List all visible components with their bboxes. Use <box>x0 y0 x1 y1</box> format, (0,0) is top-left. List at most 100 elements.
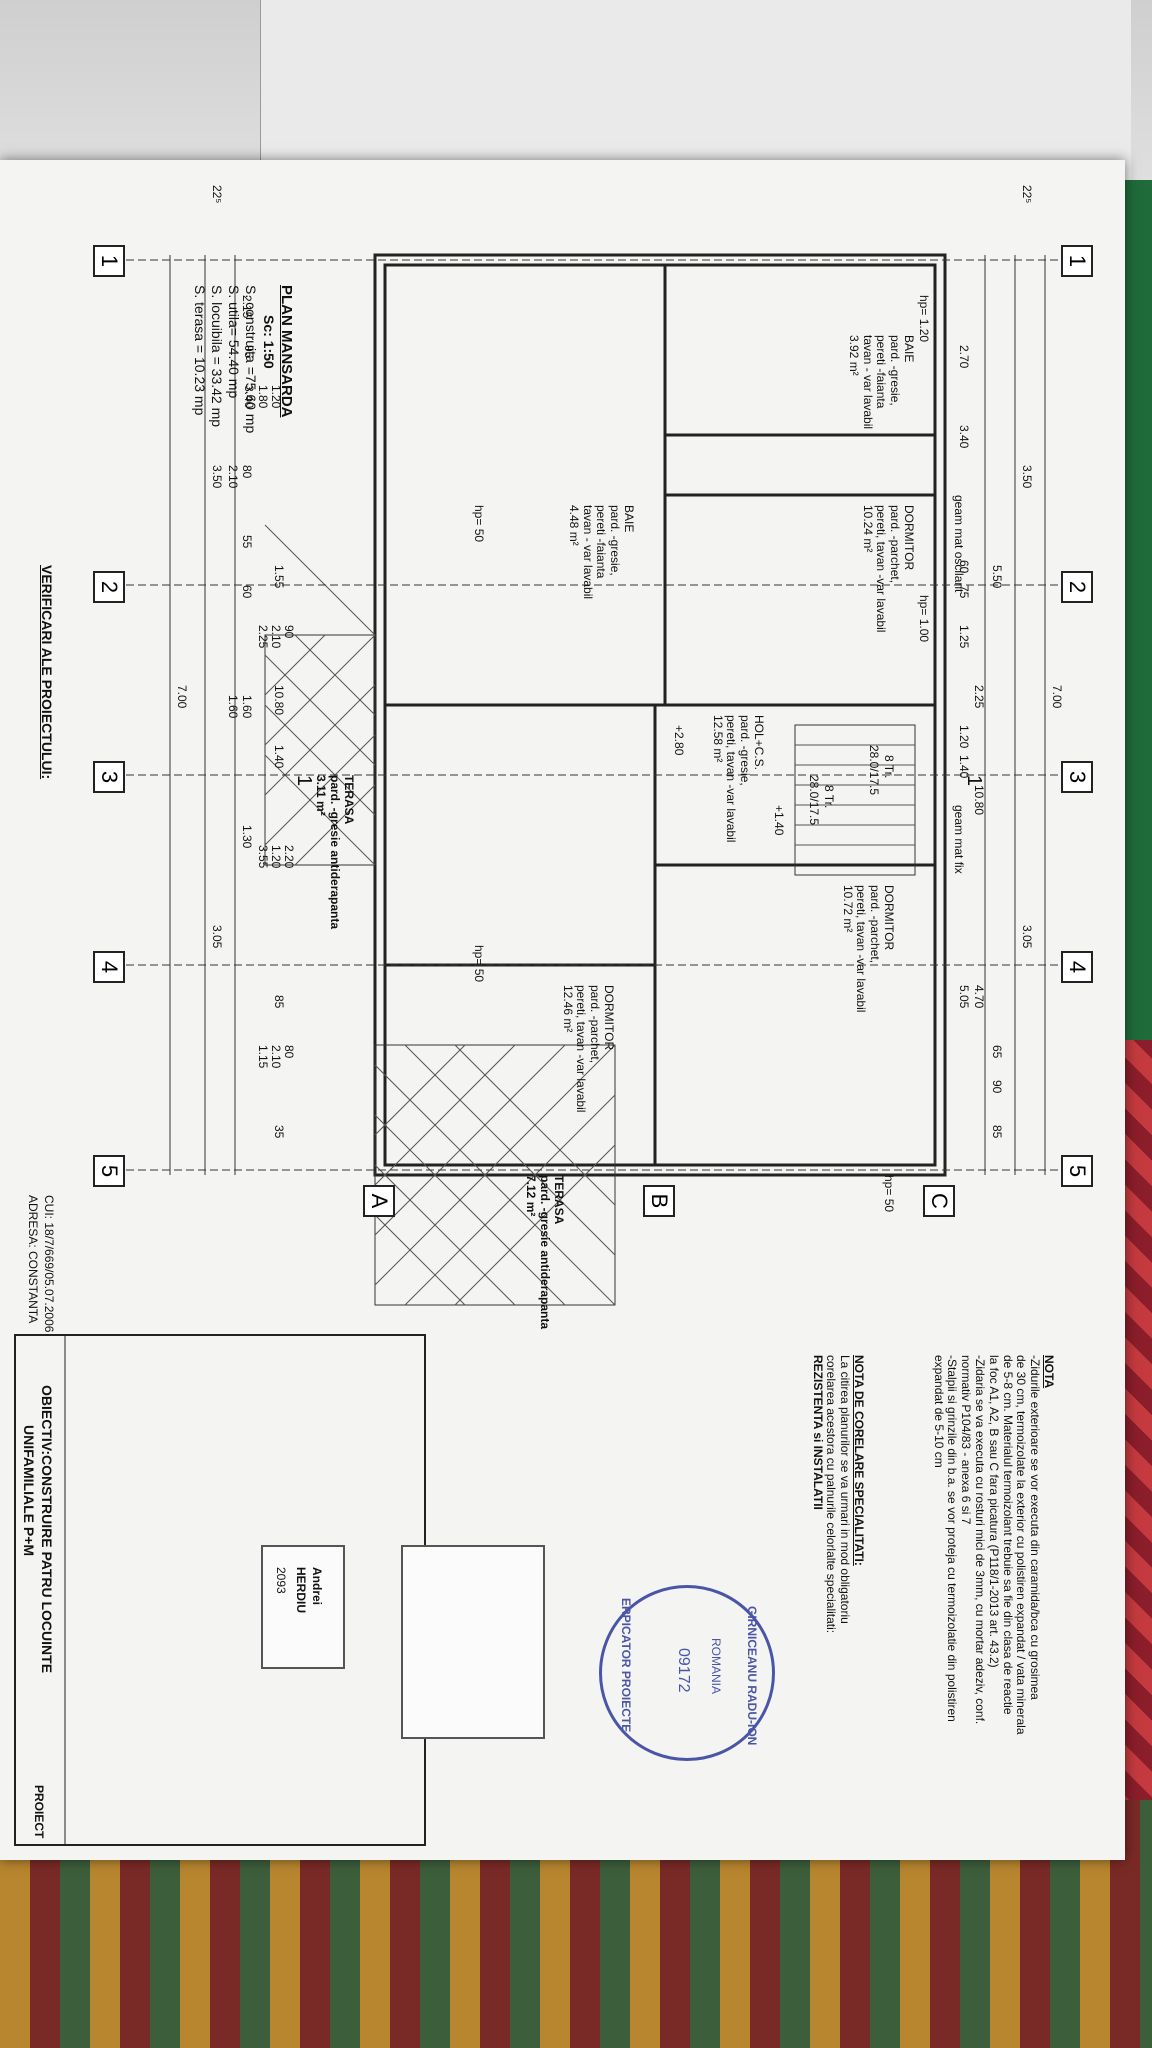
dim-top: 3.50 <box>1020 465 1034 489</box>
dim-right: 2.25 <box>256 625 270 649</box>
stairs-label: 8 Tr. <box>882 755 896 779</box>
company-address: ADRESA: CONSTANTA <box>26 1195 40 1324</box>
plan-scale: Sc: 1:50 <box>261 315 277 369</box>
dim-right: 80 <box>282 1045 296 1059</box>
dim-left: 1.25 <box>957 625 971 649</box>
window-label: geam mat oscilant <box>952 495 966 593</box>
terrace-hatch-left <box>264 524 376 866</box>
axis-label-B: B <box>643 1185 675 1217</box>
dim-top: 22⁵ <box>1020 185 1034 204</box>
room-label-hol: HOL+C.S. pard. -gresie, pereti, tavan -v… <box>710 715 766 843</box>
dim-top: 7.00 <box>1050 685 1064 709</box>
dim-left: 10.80 <box>972 785 986 816</box>
dim-bottom: 1.60 <box>226 695 240 719</box>
dim-right: 2.20 <box>282 845 296 869</box>
room-label-baie-1: BAIE pard. -gresie, pereti -faianta tava… <box>846 335 916 430</box>
dim-left: 5.05 <box>957 985 971 1009</box>
approval-box-stamp <box>401 1545 545 1739</box>
axis-label-1: 1 <box>1061 245 1093 277</box>
level-label: +1.40 <box>772 805 786 836</box>
axis-label-4: 4 <box>1061 951 1093 983</box>
area-line: S. utila= 54.40 mp <box>226 285 242 399</box>
project-label: PROIECT <box>32 1785 46 1839</box>
dim-bottom: 1.30 <box>240 825 254 849</box>
area-line: S. locuibila = 33.42 mp <box>209 285 225 428</box>
hp-label: hp= 1.00 <box>917 595 931 643</box>
verification-title: VERIFICARI ALE PROIECTULUI: <box>39 565 55 780</box>
dim-left: 1.20 <box>957 725 971 749</box>
window-label: geam mat fix <box>952 805 966 874</box>
dim-right: 35 <box>272 1125 286 1139</box>
axis-label-A: A <box>363 1185 395 1217</box>
axis-label-5: 5 <box>1061 1155 1093 1187</box>
dim-right: 1.55 <box>272 565 286 589</box>
room-label-dormitor-1: DORMITOR pard. -parchet, pereti, tavan -… <box>860 505 916 633</box>
dim-top: 65 <box>990 1045 1004 1059</box>
room-label-terasa-2: TERASA pard. -gresie antiderapanta 7.12 … <box>524 1175 566 1330</box>
dim-top: 85 <box>990 1125 1004 1139</box>
section-marker: 1 <box>963 775 985 787</box>
level-label: +2.80 <box>672 725 686 756</box>
dim-right: 90 <box>282 625 296 639</box>
stairs-label: 28.0/17.5 <box>867 745 881 796</box>
room-label-dormitor-3: DORMITOR pard. -parchet, pereti, tavan -… <box>560 985 616 1113</box>
axis-label-2-bottom: 2 <box>93 571 125 603</box>
nota-block: NOTA -Zidurile exterioare se vor executa… <box>931 1355 1056 1735</box>
dim-left: 4.70 <box>972 985 986 1009</box>
title-block-frame <box>14 1334 426 1846</box>
room-label-dormitor-2: DORMITOR pard. -parchet, pereti, tavan -… <box>840 885 896 1013</box>
hp-label: hp= 50 <box>472 505 486 543</box>
hp-label: hp= 50 <box>472 945 486 983</box>
engineer-stamp: GIRNICEANU RADU-ION ROMANIA 09172 ERPICA… <box>599 1585 775 1761</box>
dim-right: 2.10 <box>269 625 283 649</box>
objective-text: OBIECTIV:CONSTRUIRE PATRU LOCUINTE <box>39 1385 55 1674</box>
dim-left: 2.70 <box>957 345 971 369</box>
plan-title: PLAN MANSARDA <box>278 285 295 418</box>
terrace-hatch-right <box>374 1044 616 1306</box>
dim-right: 10.80 <box>272 685 286 716</box>
axis-label-3: 3 <box>1061 761 1093 793</box>
dim-bottom: 22⁵ <box>210 185 224 204</box>
floor-plan-drawing <box>14 253 1070 1846</box>
dim-left: 3.40 <box>957 425 971 449</box>
objective-text-2: UNIFAMILIALE P+M <box>21 1425 37 1557</box>
area-line: S. construita =75.60 mp <box>243 285 259 434</box>
axis-label-1-bottom: 1 <box>93 245 125 277</box>
dim-top: 3.05 <box>1020 925 1034 949</box>
dim-right: 3.55 <box>256 845 270 869</box>
dim-bottom: 80 <box>240 465 254 479</box>
axis-label-C: C <box>923 1185 955 1217</box>
staircase <box>794 724 916 876</box>
dim-right: 2.10 <box>269 1045 283 1069</box>
dim-top: 5.50 <box>990 565 1004 589</box>
dim-bottom: 3.05 <box>210 925 224 949</box>
dim-right: 1.15 <box>256 1045 270 1069</box>
area-line: S. terasa = 10.23 mp <box>192 285 208 416</box>
dim-right: 85 <box>272 995 286 1009</box>
room-label-baie-2: BAIE pard. -gresie, pereti -faianta tava… <box>566 505 636 600</box>
inner-wall-line <box>383 263 937 1167</box>
dim-bottom: 1.60 <box>240 695 254 719</box>
dim-right: 1.20 <box>269 845 283 869</box>
dim-left: 2.25 <box>972 685 986 709</box>
signer-stamp: Andrei HERDIU 2093 <box>261 1545 345 1669</box>
axis-label-4-bottom: 4 <box>93 951 125 983</box>
axis-label-3-bottom: 3 <box>93 761 125 793</box>
dim-bottom: 3.50 <box>210 465 224 489</box>
hp-label: hp= 50 <box>882 1175 896 1213</box>
axis-label-2: 2 <box>1061 571 1093 603</box>
hp-label: hp= 1.20 <box>917 295 931 343</box>
rotated-drawing: 1 2 3 4 5 1 2 3 4 5 C B A 7.00 3.50 3.05… <box>5 165 1093 1855</box>
dim-bottom: 55 <box>240 535 254 549</box>
section-marker: 1 <box>293 775 315 787</box>
dim-right: 1.40 <box>272 745 286 769</box>
room-label-terasa-1: TERASA pard. -gresie antiderapanta 3.11 … <box>314 775 356 930</box>
company-cui: CUI: 18/7/669/05.07.2006 <box>42 1195 56 1333</box>
axis-label-5-bottom: 5 <box>93 1155 125 1187</box>
dim-top: 90 <box>990 1080 1004 1094</box>
corelare-block: NOTA DE CORELARE SPECIALITATI: La citire… <box>810 1355 866 1634</box>
dim-bottom: 60 <box>240 585 254 599</box>
stairs-label: 28.0/17.5 <box>807 775 821 826</box>
dim-bottom: 7.00 <box>175 685 189 709</box>
drawing-sheet <box>0 160 1125 1860</box>
